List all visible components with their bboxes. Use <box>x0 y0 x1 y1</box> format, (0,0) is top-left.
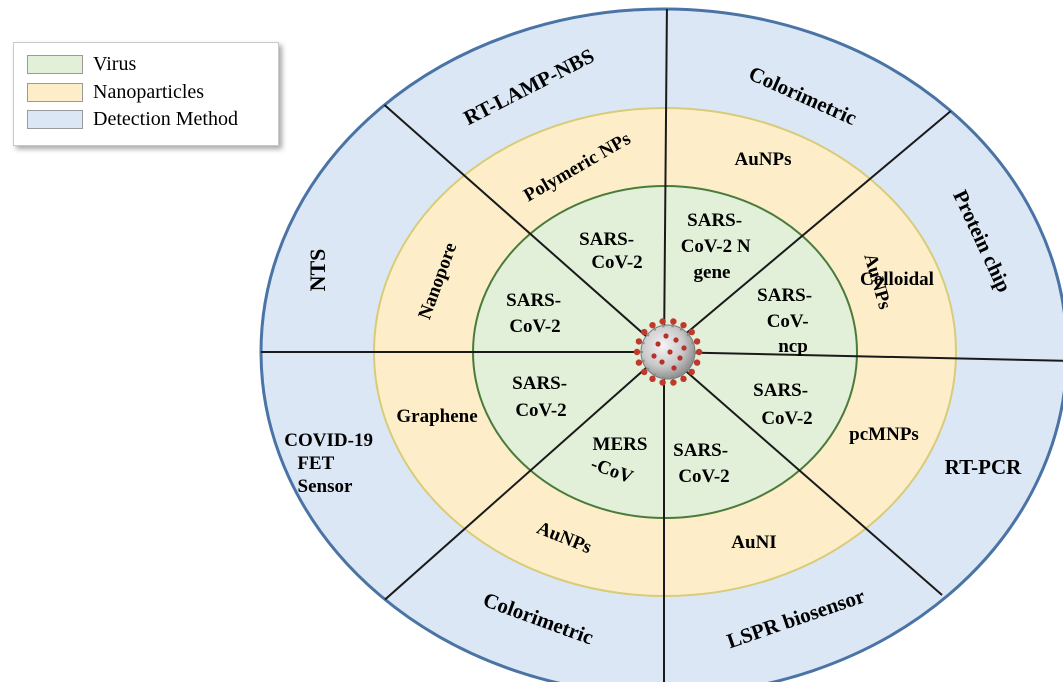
nanoparticle-left-lower: Graphene <box>396 406 477 427</box>
virus-spike <box>695 348 703 356</box>
legend-item-virus: Virus <box>27 53 136 75</box>
divider-line <box>663 351 1063 362</box>
nanoparticle-right-lower: pcMNPs <box>849 424 919 445</box>
segment-dividers <box>261 9 1063 682</box>
legend-item-detection-method: Detection Method <box>27 108 238 130</box>
virus-line: CoV-2 <box>761 408 812 429</box>
legend-swatch-virus <box>27 54 83 74</box>
virus-spike <box>635 338 643 345</box>
virus-line: CoV-2 <box>678 466 729 487</box>
virus-surface-dot <box>673 337 679 343</box>
virus-spike <box>633 348 641 356</box>
virus-line: SARS- <box>512 373 567 394</box>
virus-spike <box>680 321 687 329</box>
virus-spike <box>670 379 677 386</box>
virus-surface-dot <box>655 341 661 347</box>
detection-method-right-lower: RT-PCR <box>945 455 1022 479</box>
virus-line: SARS- <box>687 210 742 231</box>
virus-left-upper: SARS- CoV-2 <box>506 290 566 337</box>
virus-surface-dot <box>667 349 673 355</box>
virus-line: CoV- <box>767 311 809 332</box>
virus-spike <box>688 368 695 376</box>
nanoparticle-lower-right: AuNI <box>731 532 776 553</box>
detection-method-left-upper: NTS <box>305 249 330 292</box>
virus-surface-dot <box>677 355 683 361</box>
legend-swatch-nanoparticles <box>27 82 83 102</box>
virus-spike <box>659 379 666 386</box>
legend-label-nanoparticles: Nanoparticles <box>93 80 205 103</box>
detection-method-left-lower: COVID-19 FET Sensor <box>284 430 377 497</box>
virus-upper-right: SARS- CoV-2 N gene <box>681 210 756 283</box>
legend-label-virus: Virus <box>93 52 137 75</box>
virus-line: SARS- <box>753 380 808 401</box>
detection-method-line: Sensor <box>298 476 353 497</box>
virus-surface-dot <box>651 353 657 359</box>
virus-line: gene <box>694 262 731 283</box>
virus-spike <box>649 375 656 383</box>
virus-line: CoV-2 N <box>681 236 751 257</box>
virus-spike <box>635 359 643 366</box>
legend-item-nanoparticles: Nanoparticles <box>27 81 204 103</box>
virus-spike <box>680 375 687 383</box>
virus-line: SARS- <box>757 285 812 306</box>
virus-line: CoV-2 <box>515 400 566 421</box>
divider-line <box>663 351 943 596</box>
coronavirus-icon <box>633 318 703 386</box>
virus-surface-dot <box>671 365 677 371</box>
nanoparticle-upper-right: AuNPs <box>734 149 791 170</box>
virus-spike <box>693 359 701 366</box>
legend-swatch-detection-method <box>27 109 83 129</box>
virus-line: SARS- <box>506 290 561 311</box>
virus-line: MERS <box>593 434 648 455</box>
virus-right-upper: SARS- CoV- ncp <box>757 285 817 357</box>
virus-spike <box>641 328 648 336</box>
virus-line: CoV-2 <box>591 252 642 273</box>
virus-right-lower: SARS- CoV-2 <box>753 380 813 429</box>
legend: Virus Nanoparticles Detection Method <box>13 42 279 146</box>
divider-line <box>379 100 665 353</box>
nanoparticle-right-upper: Colloidal <box>860 269 934 290</box>
virus-spike <box>693 338 701 345</box>
detection-method-line: FET <box>297 453 334 474</box>
detection-method-line: COVID-19 <box>284 430 373 451</box>
virus-spike <box>641 368 648 376</box>
virus-spike <box>659 318 666 325</box>
virus-surface-dot <box>659 359 665 365</box>
virus-left-lower: SARS- CoV-2 <box>512 373 572 421</box>
virus-line: SARS- <box>673 440 728 461</box>
virus-lower-right: SARS- CoV-2 <box>673 440 733 487</box>
virus-spike <box>688 328 695 336</box>
virus-spike <box>670 318 677 325</box>
virus-line: SARS- <box>579 229 634 250</box>
virus-upper-left: SARS- CoV-2 <box>579 229 643 273</box>
divider-line <box>663 109 953 353</box>
legend-label-detection-method: Detection Method <box>93 107 238 130</box>
virus-surface-dot <box>663 333 669 339</box>
virus-spike <box>649 321 656 329</box>
virus-line: CoV-2 <box>509 316 560 337</box>
nanoparticle-line: Colloidal <box>860 269 934 290</box>
virus-line: ncp <box>778 336 808 357</box>
virus-surface-dot <box>681 345 687 351</box>
divider-line <box>663 9 668 353</box>
divider-line <box>379 351 665 605</box>
virus-lower-left: MERS <box>593 434 648 455</box>
